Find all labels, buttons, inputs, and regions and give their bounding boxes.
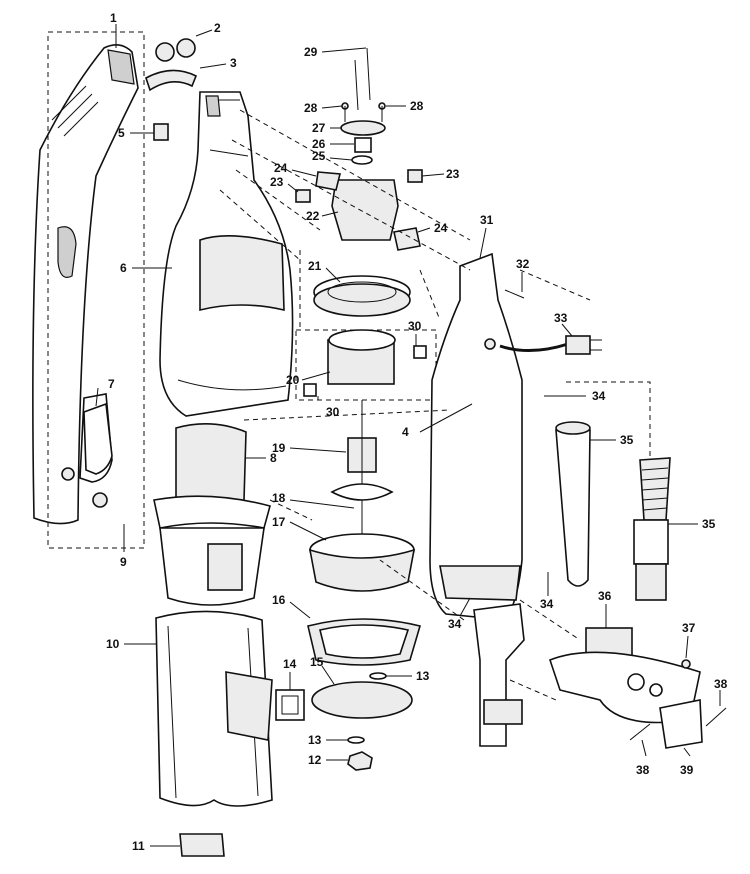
callout-39: 39 <box>680 763 694 777</box>
wand-part <box>555 421 591 587</box>
callout-30b: 30 <box>326 405 340 419</box>
callout-32: 32 <box>516 257 530 271</box>
callout-23b: 23 <box>446 167 460 181</box>
handle-group-bracket <box>47 31 145 549</box>
callout-30a: 30 <box>408 319 422 333</box>
screw-part <box>629 723 651 741</box>
screw-part <box>681 659 691 669</box>
callout-35a: 35 <box>620 433 634 447</box>
screw-part <box>504 289 525 299</box>
latch-part <box>153 123 169 141</box>
callout-26: 26 <box>312 137 326 151</box>
clip-part <box>179 833 225 857</box>
callout-36: 36 <box>598 589 612 603</box>
callout-22: 22 <box>306 209 320 223</box>
callout-9: 9 <box>120 555 127 569</box>
callout-28b: 28 <box>410 99 424 113</box>
callout-14: 14 <box>283 657 297 671</box>
callout-20: 20 <box>286 373 300 387</box>
cord-hooks-part <box>155 38 196 62</box>
callout-29: 29 <box>304 45 318 59</box>
callout-13a: 13 <box>308 733 322 747</box>
callout-6: 6 <box>120 261 127 275</box>
callout-27: 27 <box>312 121 326 135</box>
bracket-part <box>83 402 113 475</box>
callout-5: 5 <box>118 126 125 140</box>
callout-23a: 23 <box>270 175 284 189</box>
callout-35b: 35 <box>702 517 716 531</box>
power-cord-part <box>499 335 602 355</box>
callout-28a: 28 <box>304 101 318 115</box>
dirt-cup-part <box>155 610 273 807</box>
callout-34c: 34 <box>448 617 462 631</box>
callout-17: 17 <box>272 515 286 529</box>
strap-part <box>145 69 198 92</box>
gasket-part <box>275 689 305 721</box>
callout-11: 11 <box>132 839 145 853</box>
callout-25: 25 <box>312 149 326 163</box>
callout-38b: 38 <box>636 763 650 777</box>
callout-2: 2 <box>214 21 221 35</box>
callout-37: 37 <box>682 621 696 635</box>
callout-3: 3 <box>230 56 237 70</box>
cover-plate-part <box>659 699 703 749</box>
callout-10: 10 <box>106 637 120 651</box>
callout-21: 21 <box>308 259 322 273</box>
callout-16: 16 <box>272 593 286 607</box>
assembly-lines <box>219 109 591 701</box>
screw-part <box>705 707 727 727</box>
main-body-part <box>429 252 525 747</box>
rear-housing-part <box>159 91 294 417</box>
hose-part <box>633 457 671 601</box>
callout-12: 12 <box>308 753 322 767</box>
bracket-assembly-part <box>549 627 701 724</box>
callout-33: 33 <box>554 311 568 325</box>
hose-group-bracket <box>566 381 651 460</box>
callout-13b: 13 <box>416 669 430 683</box>
callout-34b: 34 <box>540 597 554 611</box>
callout-8: 8 <box>270 451 277 465</box>
callout-34a: 34 <box>592 389 606 403</box>
callout-24a: 24 <box>274 161 288 175</box>
callout-18: 18 <box>272 491 286 505</box>
callout-31: 31 <box>480 213 494 227</box>
filter-bag-part <box>153 423 271 606</box>
callout-7: 7 <box>108 377 115 391</box>
callout-15: 15 <box>310 655 324 669</box>
callout-19: 19 <box>272 441 286 455</box>
callout-1: 1 <box>110 11 117 25</box>
callout-38a: 38 <box>714 677 728 691</box>
callout-labels: 1 2 3 5 6 7 8 9 10 11 12 13 13 14 15 16 <box>95 11 728 853</box>
motor-stack <box>295 47 427 771</box>
callout-24b: 24 <box>434 221 448 235</box>
callout-4: 4 <box>402 425 409 439</box>
